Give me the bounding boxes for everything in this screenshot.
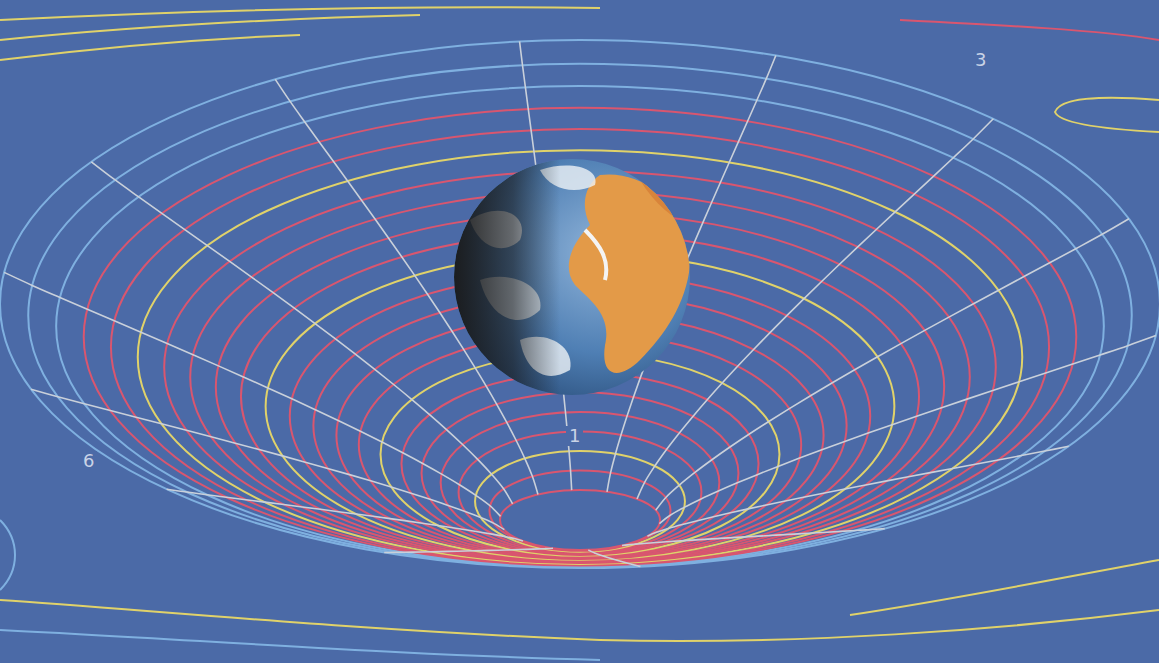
callout-number: 6 bbox=[80, 451, 97, 471]
callout-number: 1 bbox=[566, 426, 583, 446]
field-ring bbox=[138, 150, 1022, 564]
grid-line bbox=[588, 550, 640, 567]
grid-line bbox=[637, 119, 993, 499]
grid-line bbox=[647, 446, 1068, 536]
field-ring bbox=[56, 86, 1104, 566]
field-ring bbox=[111, 129, 1049, 565]
callout-number: 3 bbox=[972, 50, 989, 70]
field-ring bbox=[84, 108, 1077, 566]
grid-line bbox=[656, 219, 1129, 511]
grid-line bbox=[384, 548, 553, 552]
grid-line bbox=[622, 529, 885, 546]
field-ring bbox=[28, 64, 1132, 567]
field-ring bbox=[500, 490, 660, 550]
grid-line bbox=[4, 272, 500, 516]
grid-line bbox=[31, 389, 504, 529]
grid-line bbox=[167, 489, 523, 541]
grid-line bbox=[659, 336, 1155, 524]
field-ring bbox=[0, 40, 1159, 568]
grid-line bbox=[91, 162, 512, 504]
